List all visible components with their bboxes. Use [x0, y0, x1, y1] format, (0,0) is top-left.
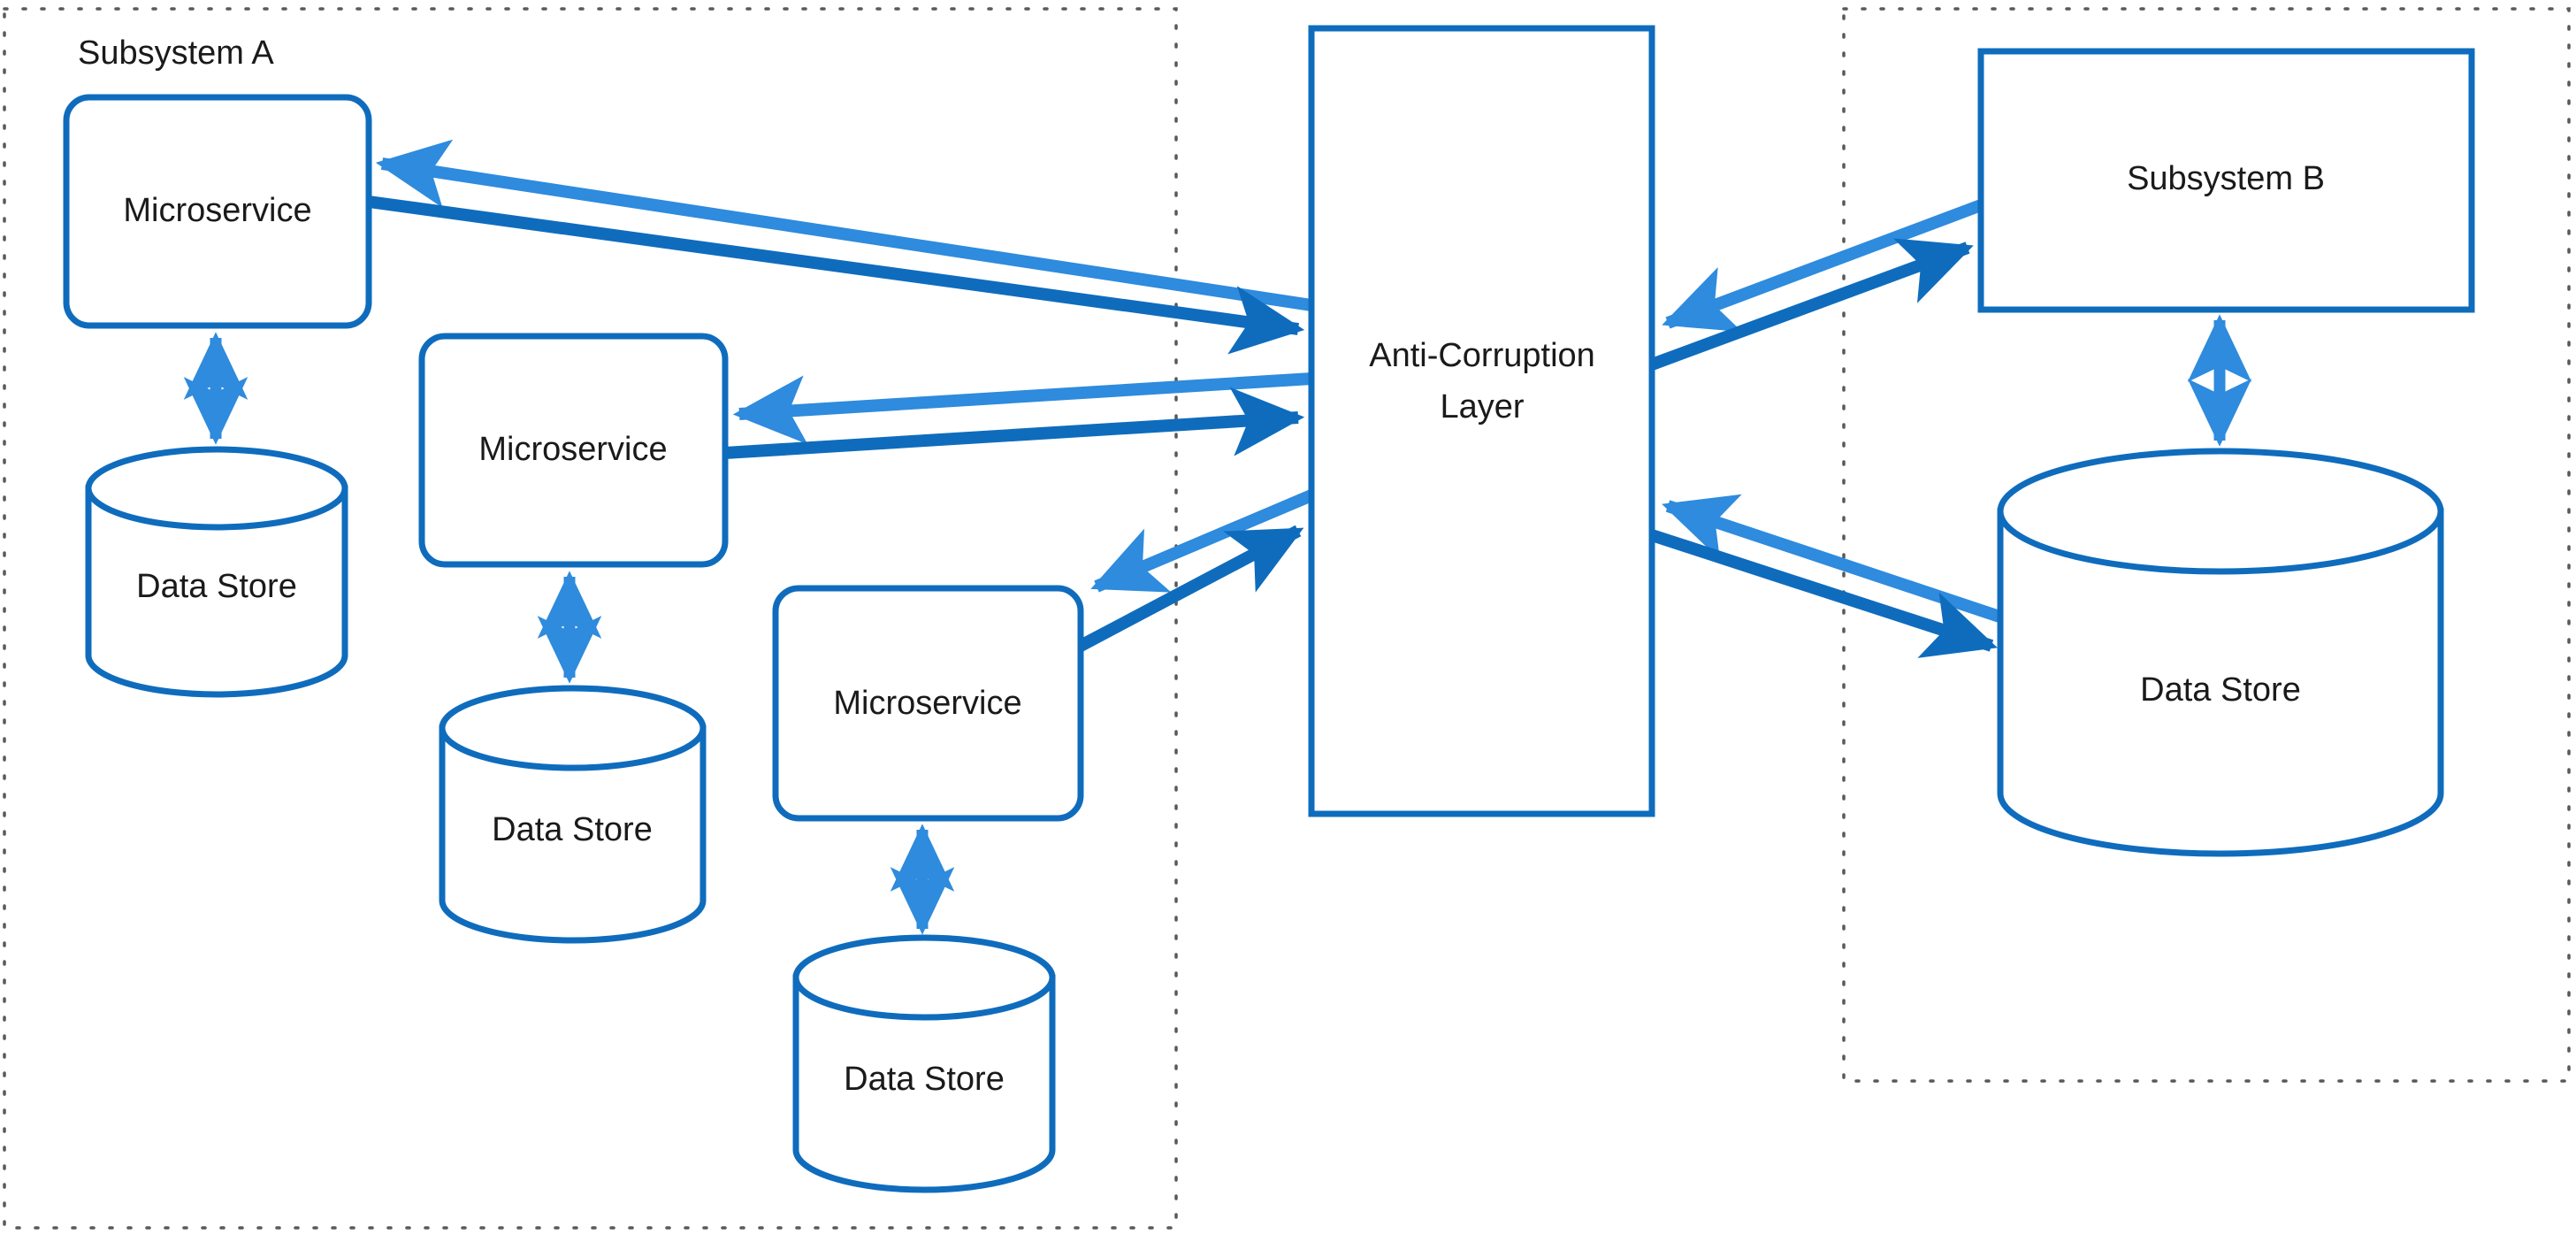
connection-acl-to-microservice-a2[interactable]: [732, 372, 1312, 445]
node-microservice-a1[interactable]: Microservice: [63, 94, 372, 329]
connection-acl-to-microservice-a1[interactable]: [375, 139, 1313, 311]
microservice-a3-label: Microservice: [833, 685, 1021, 722]
subsystem-b-box-label: Subsystem B: [2127, 160, 2325, 197]
microservice-a2-label: Microservice: [478, 431, 667, 468]
subsystem-a-label: Subsystem A: [78, 34, 274, 72]
node-data-store-b[interactable]: Data Store: [1997, 448, 2444, 857]
subsystem-a-boundary: Subsystem A: [3, 7, 1178, 1230]
connection-microservice-a1-to-acl[interactable]: [368, 196, 1305, 355]
node-microservice-a3[interactable]: Microservice: [772, 585, 1084, 822]
connection-subsystem-b-to-acl[interactable]: [1662, 199, 1984, 333]
connection-microservice-a2-to-acl[interactable]: [724, 387, 1305, 459]
node-subsystem-b-box[interactable]: Subsystem B: [1977, 48, 2475, 313]
data-store-a1-label: Data Store: [136, 568, 297, 605]
node-data-store-a2[interactable]: Data Store: [439, 685, 707, 944]
data-store-b-label: Data Store: [2140, 671, 2301, 709]
connection-acl-to-microservice-a3[interactable]: [1090, 489, 1314, 593]
data-store-a3-label: Data Store: [844, 1061, 1005, 1098]
node-anti-corruption-layer[interactable]: Anti-Corruption Layer: [1308, 25, 1655, 817]
node-microservice-a2[interactable]: Microservice: [418, 333, 729, 568]
anti-corruption-layer-label-line2: Layer: [1440, 388, 1524, 426]
microservice-a1-label: Microservice: [123, 192, 311, 229]
node-data-store-a3[interactable]: Data Store: [792, 934, 1056, 1193]
anti-corruption-layer-label-line1: Anti-Corruption: [1369, 337, 1595, 374]
connection-acl-to-data-store-b[interactable]: [1649, 529, 1998, 658]
data-store-a2-label: Data Store: [492, 811, 653, 848]
connection-acl-to-subsystem-b[interactable]: [1649, 238, 1974, 371]
connection-microservice-a3-to-acl[interactable]: [1077, 525, 1304, 652]
node-data-store-a1[interactable]: Data Store: [85, 446, 348, 698]
